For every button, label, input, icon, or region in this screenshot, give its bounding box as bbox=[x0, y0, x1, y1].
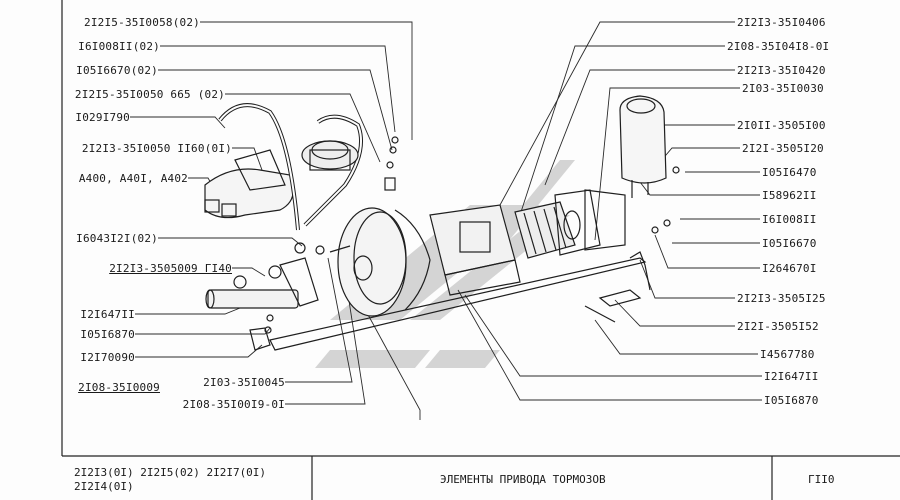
footer-title: ЭЛЕМЕНТЫ ПРИВОДА ТОРМОЗОВ bbox=[440, 473, 606, 486]
left-callout-9: 2I2I3-3505009 ГI40 bbox=[109, 262, 232, 275]
right-callout-10: I05I6670 bbox=[762, 237, 817, 250]
right-callout-2: 2I08-35I04I8-0I bbox=[727, 40, 830, 53]
left-callout-11: I05I6870 bbox=[80, 328, 135, 341]
right-callout-9: I6I008II bbox=[762, 213, 817, 226]
right-callout-12: 2I2I3-3505I25 bbox=[737, 292, 826, 305]
right-callout-16: I05I6870 bbox=[764, 394, 819, 407]
right-callout-11: I264670I bbox=[762, 262, 817, 275]
footer-models-line2: 2I2I4(0I) bbox=[74, 480, 134, 493]
left-callout-3: I05I6670(02) bbox=[76, 64, 158, 77]
leader-lines bbox=[130, 21, 762, 420]
right-callout-13: 2I2I-3505I52 bbox=[737, 320, 819, 333]
left-callout-1: 2I2I5-35I0058(02) bbox=[84, 16, 200, 29]
right-callout-3: 2I2I3-35I0420 bbox=[737, 64, 826, 77]
left-callout-2: I6I008II(02) bbox=[78, 40, 160, 53]
right-callout-1: 2I2I3-35I0406 bbox=[737, 16, 826, 29]
left-callout-5: I029I790 bbox=[75, 111, 130, 124]
footer-page-code: ГII0 bbox=[808, 473, 835, 486]
left-callout-8: I6043I2I(02) bbox=[76, 232, 158, 245]
right-callout-15: I2I647II bbox=[764, 370, 819, 383]
footer-models-line1: 2I2I3(0I) 2I2I5(02) 2I2I7(0I) bbox=[74, 466, 267, 479]
left-callout-6: 2I2I3-35I0050 II60(0I) bbox=[81, 142, 232, 155]
left-callout-15: 2I08-35I00I9-0I bbox=[182, 398, 285, 411]
left-callout-10: I2I647II bbox=[80, 308, 135, 321]
right-callout-7: I05I6470 bbox=[762, 166, 817, 179]
right-callout-14: I4567780 bbox=[760, 348, 815, 361]
right-callout-5: 2I0II-3505I00 bbox=[737, 119, 826, 132]
left-callout-7: A400, A40I, A402 bbox=[78, 172, 188, 185]
right-callout-4: 2I03-35I0030 bbox=[742, 82, 824, 95]
left-callout-13: 2I08-35I0009 bbox=[78, 381, 160, 394]
left-callout-14: 2I03-35I0045 bbox=[203, 376, 285, 389]
left-callout-4: 2I2I5-35I0050 665 (02) bbox=[74, 88, 225, 101]
right-callout-6: 2I2I-3505I20 bbox=[742, 142, 824, 155]
frame-lines bbox=[61, 0, 900, 500]
right-callout-8: I58962II bbox=[762, 189, 817, 202]
left-callout-12: I2I70090 bbox=[80, 351, 135, 364]
parts bbox=[204, 95, 680, 351]
